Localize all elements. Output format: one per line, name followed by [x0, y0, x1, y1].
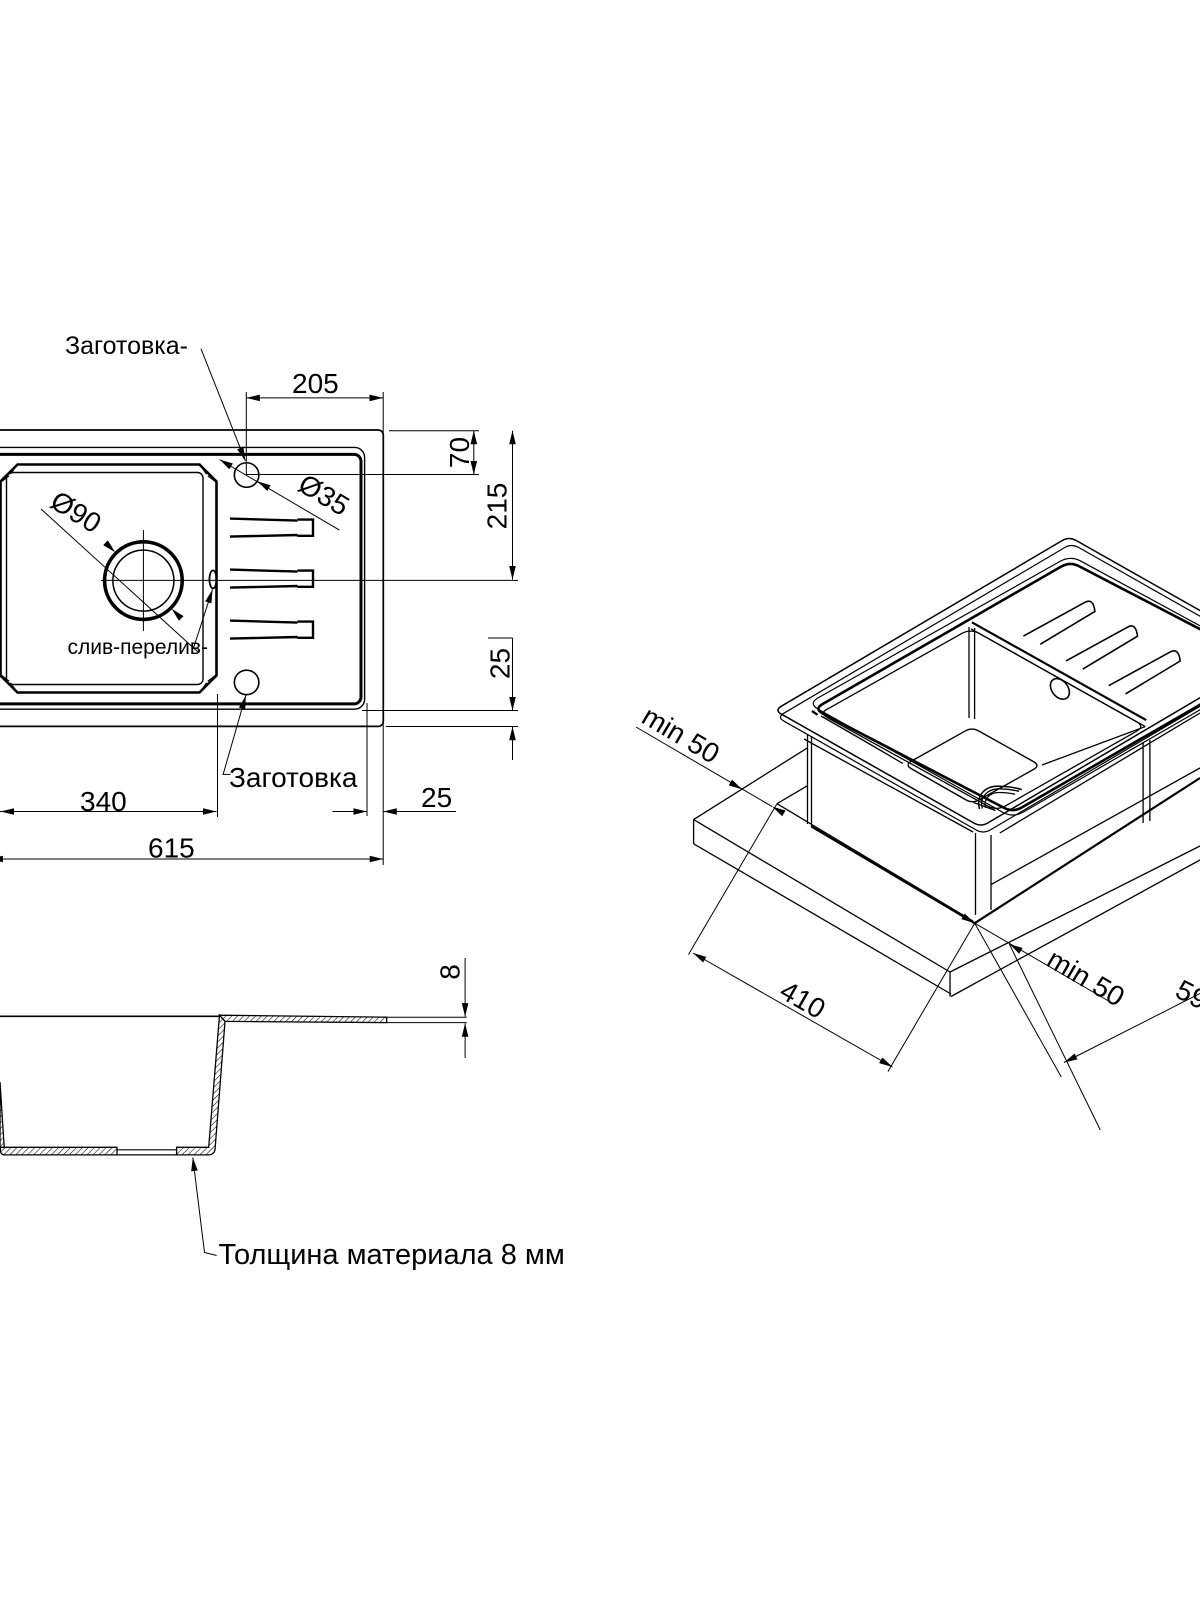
svg-text:215: 215 [482, 483, 513, 530]
svg-text:Толщина материала 8 мм: Толщина материала 8 мм [219, 1239, 565, 1271]
svg-text:Заготовка-: Заготовка- [65, 332, 188, 360]
svg-text:25: 25 [485, 648, 516, 679]
svg-text:25: 25 [421, 782, 452, 813]
svg-text:205: 205 [292, 368, 339, 399]
svg-text:70: 70 [444, 437, 475, 468]
svg-text:8: 8 [435, 964, 466, 980]
svg-text:слив-перелив-: слив-перелив- [68, 636, 208, 659]
svg-text:615: 615 [148, 833, 195, 864]
svg-text:340: 340 [80, 786, 127, 817]
svg-text:Заготовка: Заготовка [229, 762, 358, 793]
